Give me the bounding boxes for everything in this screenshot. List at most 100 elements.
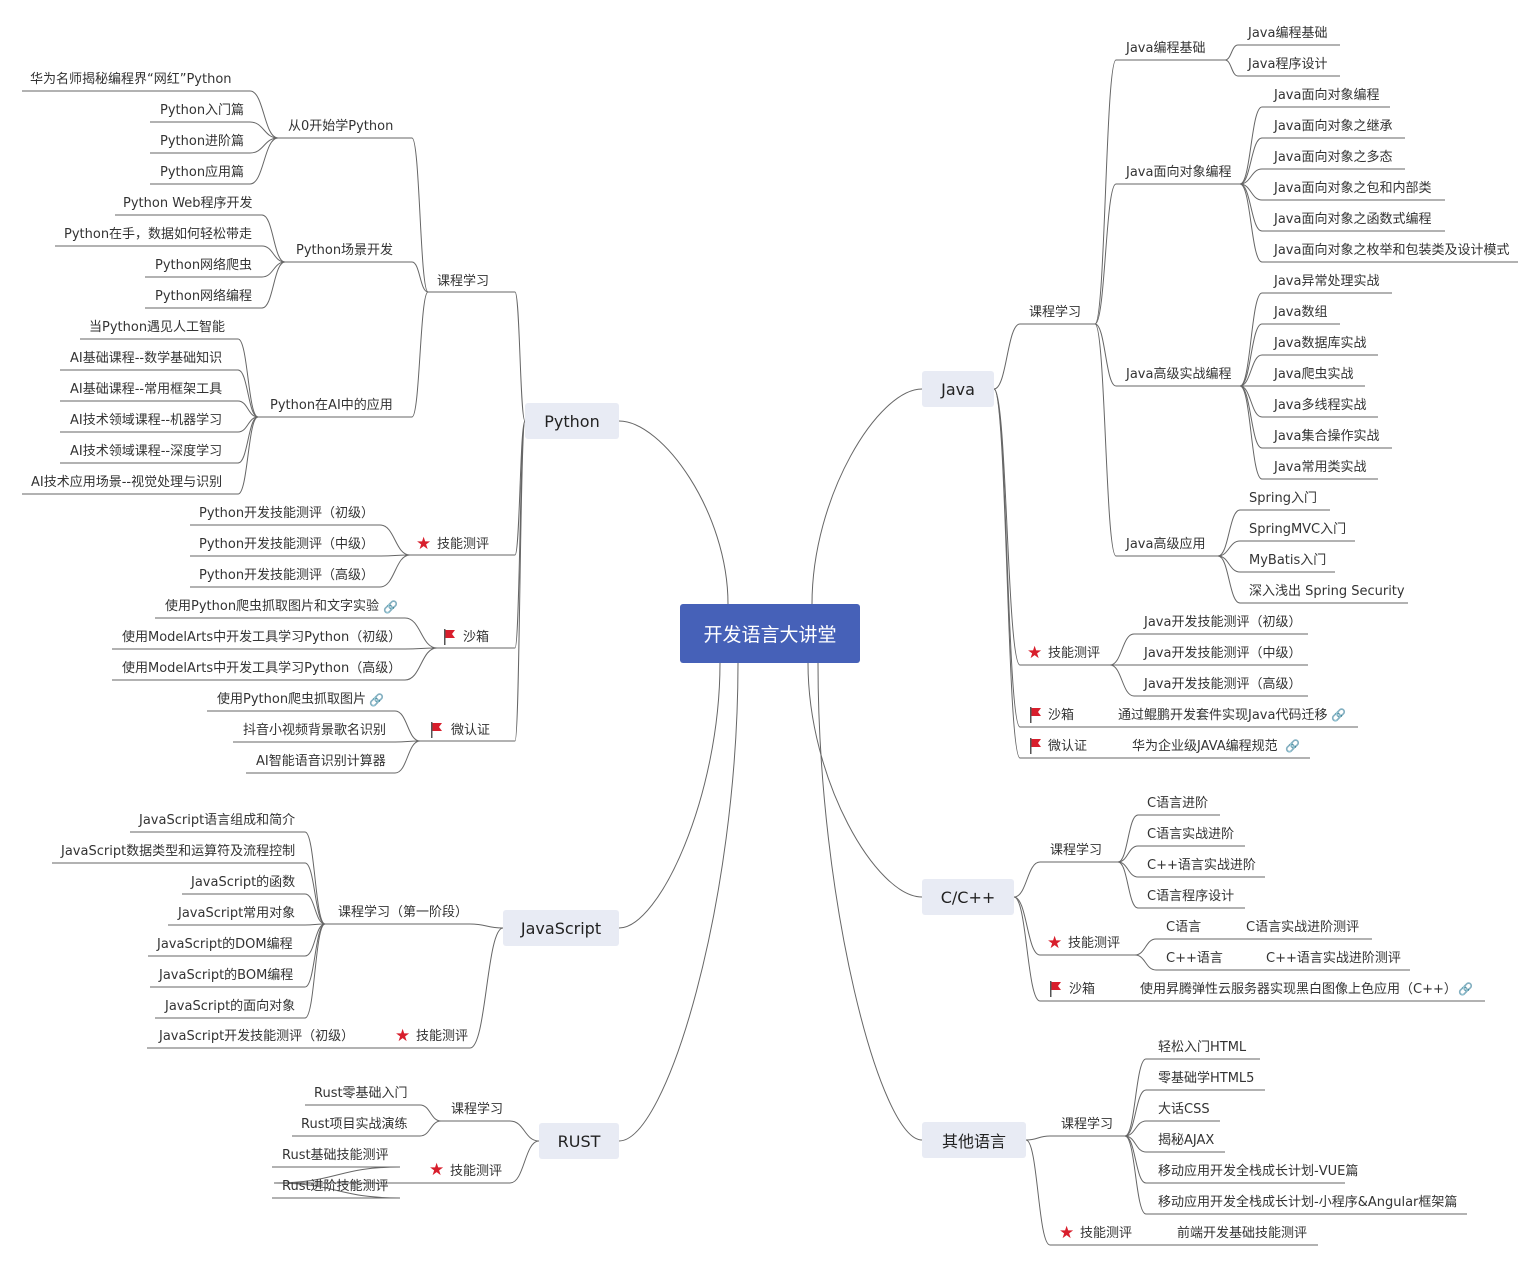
python-ai-item[interactable]: 当Python遇见人工智能: [89, 320, 226, 335]
python-scene[interactable]: Python场景开发: [296, 243, 394, 258]
other-course-item[interactable]: 移动应用开发全栈成长计划-小程序&Angular框架篇: [1158, 1195, 1458, 1210]
java-adv-item[interactable]: Java常用类实战: [1274, 460, 1367, 475]
java-app-item[interactable]: SpringMVC入门: [1249, 522, 1347, 537]
root-topic[interactable]: 开发语言大讲堂: [680, 604, 860, 663]
js-course-item[interactable]: JavaScript常用对象: [178, 906, 296, 921]
cpp-sandbox[interactable]: 沙箱: [1069, 982, 1096, 997]
cpp-course-item[interactable]: C语言实战进阶: [1147, 827, 1235, 842]
python-course[interactable]: 课程学习: [437, 274, 490, 289]
python-micro-item[interactable]: 使用Python爬虫抓取图片: [217, 692, 367, 707]
cpp-test-c[interactable]: C语言: [1166, 920, 1202, 935]
java-oop-item[interactable]: Java面向对象之函数式编程: [1274, 212, 1432, 227]
python-from0-item[interactable]: Python入门篇: [160, 103, 245, 118]
rust-course-item[interactable]: Rust项目实战演练: [301, 1117, 408, 1132]
python-ai-item[interactable]: AI技术领域课程--深度学习: [70, 444, 223, 459]
link-icon[interactable]: 🔗: [1331, 708, 1346, 722]
cpp-test-c-item[interactable]: C语言实战进阶测评: [1246, 920, 1360, 935]
cpp-course[interactable]: 课程学习: [1050, 843, 1103, 858]
link-icon[interactable]: 🔗: [383, 600, 398, 614]
link-icon[interactable]: 🔗: [1458, 982, 1473, 996]
java-adv[interactable]: Java高级实战编程: [1126, 367, 1232, 382]
rust-test-item[interactable]: Rust基础技能测评: [282, 1148, 389, 1163]
java-adv-item[interactable]: Java异常处理实战: [1274, 274, 1380, 289]
other-course[interactable]: 课程学习: [1061, 1117, 1114, 1132]
java-oop-item[interactable]: Java面向对象之包和内部类: [1274, 181, 1432, 196]
python-ai-item[interactable]: AI基础课程--常用框架工具: [70, 382, 223, 397]
java-app-item[interactable]: 深入浅出 Spring Security: [1249, 584, 1405, 599]
other-course-item[interactable]: 揭秘AJAX: [1158, 1133, 1215, 1148]
java-oop-item[interactable]: Java面向对象之继承: [1274, 119, 1393, 134]
cpp-test-cpp[interactable]: C++语言: [1166, 951, 1223, 966]
java-oop[interactable]: Java面向对象编程: [1126, 165, 1232, 180]
other-course-item[interactable]: 大话CSS: [1158, 1102, 1210, 1117]
js-course-item[interactable]: JavaScript的函数: [191, 875, 296, 890]
rust-test-item[interactable]: Rust进阶技能测评: [282, 1179, 389, 1194]
java-sandbox-item[interactable]: 通过鲲鹏开发套件实现Java代码迁移: [1118, 708, 1328, 723]
java-test[interactable]: 技能测评: [1048, 646, 1101, 661]
python-scene-item[interactable]: Python Web程序开发: [123, 196, 253, 211]
python-test-item[interactable]: Python开发技能测评（中级）: [199, 537, 375, 552]
link-icon[interactable]: 🔗: [369, 693, 384, 707]
java-app-item[interactable]: Spring入门: [1249, 491, 1317, 506]
python-scene-item[interactable]: Python在手，数据如何轻松带走: [64, 227, 253, 242]
branch-javascript[interactable]: JavaScript: [503, 910, 619, 946]
python-sandbox-item[interactable]: 使用ModelArts中开发工具学习Python（初级）: [122, 630, 402, 645]
java-basic-item[interactable]: Java程序设计: [1248, 57, 1328, 72]
python-test-item[interactable]: Python开发技能测评（初级）: [199, 506, 375, 521]
branch-cpp[interactable]: C/C++: [922, 879, 1014, 915]
js-course-item[interactable]: JavaScript的面向对象: [165, 999, 296, 1014]
python-from0-item[interactable]: 华为名师揭秘编程界“网红”Python: [30, 72, 232, 87]
java-adv-item[interactable]: Java爬虫实战: [1274, 367, 1354, 382]
cpp-course-item[interactable]: C语言程序设计: [1147, 889, 1235, 904]
java-oop-item[interactable]: Java面向对象编程: [1274, 88, 1380, 103]
other-course-item[interactable]: 轻松入门HTML: [1158, 1040, 1247, 1055]
java-course[interactable]: 课程学习: [1029, 305, 1082, 320]
python-sandbox-item[interactable]: 使用Python爬虫抓取图片和文字实验: [165, 599, 380, 614]
rust-course-item[interactable]: Rust零基础入门: [314, 1086, 408, 1101]
other-course-item[interactable]: 移动应用开发全栈成长计划-VUE篇: [1158, 1164, 1359, 1179]
other-test-item[interactable]: 前端开发基础技能测评: [1177, 1226, 1308, 1241]
java-micro[interactable]: 微认证: [1048, 739, 1088, 754]
cpp-sandbox-item[interactable]: 使用昇腾弹性云服务器实现黑白图像上色应用（C++）: [1140, 982, 1457, 997]
java-oop-item[interactable]: Java面向对象之多态: [1274, 150, 1393, 165]
java-basic[interactable]: Java编程基础: [1126, 41, 1206, 56]
branch-python[interactable]: Python: [525, 403, 619, 439]
python-from0-item[interactable]: Python进阶篇: [160, 134, 245, 149]
branch-java[interactable]: Java: [922, 371, 994, 407]
python-ai-item[interactable]: AI技术应用场景--视觉处理与识别: [31, 475, 223, 490]
java-adv-item[interactable]: Java集合操作实战: [1274, 429, 1380, 444]
python-test[interactable]: 技能测评: [437, 537, 490, 552]
java-test-item[interactable]: Java开发技能测评（初级）: [1144, 615, 1302, 630]
js-course[interactable]: 课程学习（第一阶段）: [338, 905, 469, 920]
java-app[interactable]: Java高级应用: [1126, 537, 1206, 552]
java-test-item[interactable]: Java开发技能测评（高级）: [1144, 677, 1302, 692]
java-oop-item[interactable]: Java面向对象之枚举和包装类及设计模式: [1274, 243, 1510, 258]
other-course-item[interactable]: 零基础学HTML5: [1158, 1071, 1255, 1086]
python-micro-item[interactable]: 抖音小视频背景歌名识别: [243, 723, 387, 738]
python-sandbox[interactable]: 沙箱: [463, 630, 490, 645]
js-course-item[interactable]: JavaScript的BOM编程: [159, 968, 294, 983]
rust-course[interactable]: 课程学习: [451, 1102, 504, 1117]
cpp-test-cpp-item[interactable]: C++语言实战进阶测评: [1266, 951, 1401, 966]
python-sandbox-item[interactable]: 使用ModelArts中开发工具学习Python（高级）: [122, 661, 402, 676]
python-micro[interactable]: 微认证: [451, 723, 491, 738]
cpp-course-item[interactable]: C语言进阶: [1147, 796, 1209, 811]
cpp-course-item[interactable]: C++语言实战进阶: [1147, 858, 1256, 873]
link-icon[interactable]: 🔗: [1285, 739, 1300, 753]
java-adv-item[interactable]: Java数据库实战: [1274, 336, 1367, 351]
python-scene-item[interactable]: Python网络编程: [155, 289, 253, 304]
python-micro-item[interactable]: AI智能语音识别计算器: [256, 754, 386, 769]
python-test-item[interactable]: Python开发技能测评（高级）: [199, 568, 375, 583]
js-course-item[interactable]: JavaScript的DOM编程: [157, 937, 293, 952]
branch-other-languages[interactable]: 其他语言: [922, 1122, 1026, 1158]
java-test-item[interactable]: Java开发技能测评（中级）: [1144, 646, 1302, 661]
branch-rust[interactable]: RUST: [539, 1123, 619, 1159]
java-adv-item[interactable]: Java多线程实战: [1274, 398, 1367, 413]
java-basic-item[interactable]: Java编程基础: [1248, 26, 1328, 41]
rust-test[interactable]: 技能测评: [450, 1164, 503, 1179]
other-test[interactable]: 技能测评: [1080, 1226, 1133, 1241]
python-scene-item[interactable]: Python网络爬虫: [155, 258, 253, 273]
python-ai-item[interactable]: AI基础课程--数学基础知识: [70, 351, 223, 366]
python-ai[interactable]: Python在AI中的应用: [270, 398, 393, 413]
python-from0[interactable]: 从0开始学Python: [288, 119, 394, 134]
